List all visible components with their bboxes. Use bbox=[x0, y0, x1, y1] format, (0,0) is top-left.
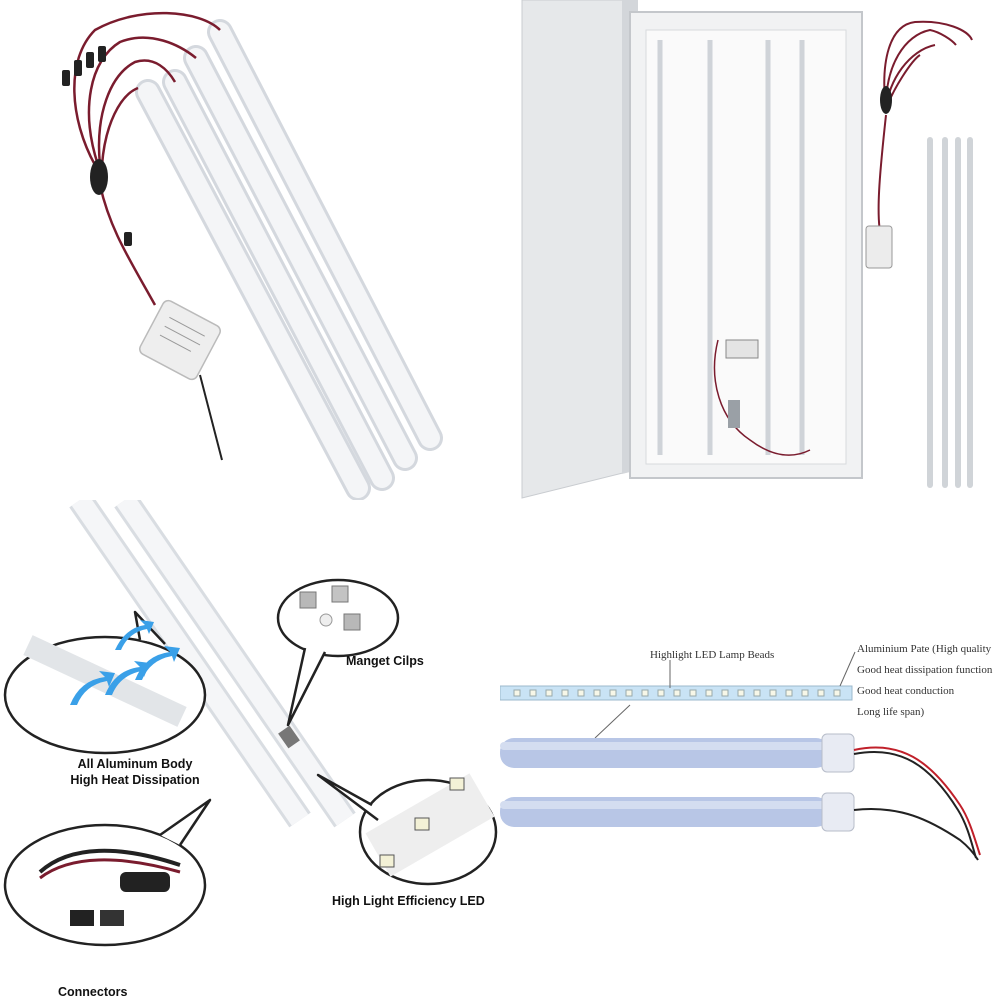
magnet-clips-label: Manget Cilps bbox=[346, 654, 424, 668]
heat-dissipation-annotation: Good heat dissipation function bbox=[857, 664, 993, 676]
led-driver bbox=[865, 225, 893, 269]
lamp-beads-annotation: Highlight LED Lamp Beads bbox=[650, 649, 775, 661]
heat-conduction-annotation: Good heat conduction bbox=[857, 685, 955, 697]
tube-kit-illustration bbox=[62, 11, 443, 500]
fixture-retrofit-photo bbox=[520, 0, 1000, 500]
strip-detail-photo: Highlight LED Lamp Beads Aluminium Pate … bbox=[500, 500, 1000, 1000]
features-illustration bbox=[3, 500, 498, 947]
led-label: High Light Efficiency LED bbox=[332, 894, 485, 908]
end-cap bbox=[821, 733, 855, 773]
aluminium-plate-annotation: Aluminium Pate (High quality bbox=[857, 643, 992, 655]
strip-detail-illustration bbox=[500, 651, 981, 861]
life-span-annotation: Long life span) bbox=[857, 706, 925, 718]
connectors-label: Connectors bbox=[58, 985, 128, 999]
tube-kit-photo bbox=[0, 0, 500, 500]
wire-junction bbox=[90, 159, 108, 195]
aluminum-body-label-line1: All Aluminum Body bbox=[77, 757, 193, 771]
fixture-illustration bbox=[521, 0, 973, 499]
end-cap bbox=[821, 792, 855, 832]
aluminum-body-label-line2: High Heat Dissipation bbox=[70, 773, 200, 787]
fixture-door bbox=[521, 0, 636, 499]
features-photo: Manget Cilps All Aluminum Body High Heat… bbox=[0, 500, 500, 1000]
led-driver bbox=[139, 299, 221, 381]
connectors-bubble bbox=[3, 823, 207, 947]
